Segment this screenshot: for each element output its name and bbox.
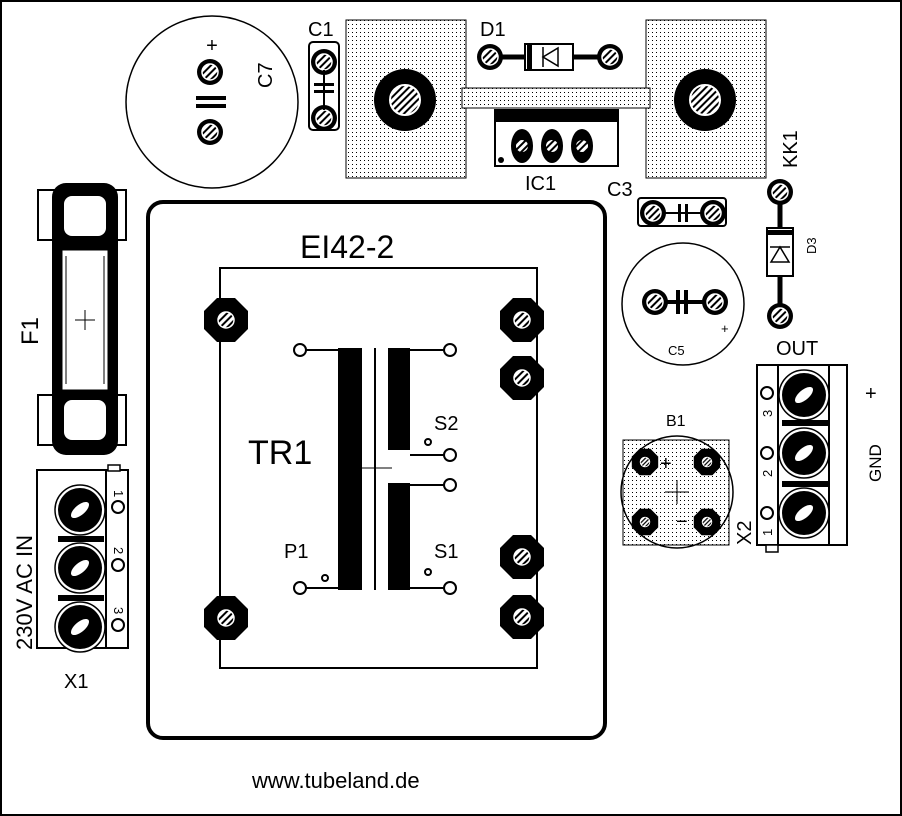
regulator-ic1: IC1 (494, 109, 619, 195)
website-label: www.tubeland.de (251, 768, 420, 793)
x2-plus-label: + (865, 383, 877, 405)
heatsink-kk1: KK1 (345, 19, 802, 179)
ic1-label: IC1 (525, 173, 556, 195)
b1-minus-label: − (676, 511, 688, 533)
capacitor-c7: + C7 (125, 15, 299, 189)
d1-label: D1 (480, 19, 506, 41)
c7-plus-label: + (206, 35, 218, 57)
diode-d1: D1 (476, 19, 624, 71)
x1-pin-1: 1 (111, 490, 126, 497)
p1-label: P1 (284, 541, 308, 563)
transformer-type-label: EI42-2 (300, 229, 394, 265)
b1-label: B1 (666, 413, 686, 430)
x2-label: X2 (734, 521, 756, 545)
capacitor-c1: C1 (308, 19, 340, 132)
capacitor-c3: C3 (607, 179, 727, 227)
s1-label: S1 (434, 541, 458, 563)
diode-d3: D3 (766, 178, 819, 330)
x1-pin-3: 3 (111, 607, 126, 614)
s2-label: S2 (434, 413, 458, 435)
connector-x1: 1 2 3 230V AC IN X1 (12, 464, 129, 693)
x1-caption: 230V AC IN (12, 535, 37, 650)
c1-label: C1 (308, 19, 334, 41)
x1-label: X1 (64, 671, 88, 693)
x2-pin-2: 2 (760, 470, 775, 477)
bridge-rectifier-b1: + − B1 (620, 413, 734, 549)
c3-label: C3 (607, 179, 633, 201)
fuse-f1: F1 (17, 183, 127, 455)
x2-gnd-label: GND (866, 444, 885, 482)
x2-pin-3: 3 (760, 410, 775, 417)
c7-label: C7 (255, 62, 277, 88)
f1-label: F1 (17, 317, 44, 345)
tr1-label: TR1 (248, 434, 312, 472)
d3-label: D3 (804, 237, 819, 254)
transformer-tr1: EI42-2 TR1 P1 S1 S2 (146, 200, 607, 740)
c5-label: C5 (668, 343, 685, 358)
connector-x2: OUT 3 2 1 X2 + GND (734, 338, 885, 553)
c5-plus-label: + (721, 321, 729, 336)
x1-pin-2: 2 (111, 547, 126, 554)
kk1-label: KK1 (780, 130, 802, 168)
out-label: OUT (776, 338, 818, 360)
capacitor-c5: + C5 (621, 242, 745, 366)
b1-plus-label: + (660, 453, 672, 475)
x2-pin-1: 1 (760, 529, 775, 536)
